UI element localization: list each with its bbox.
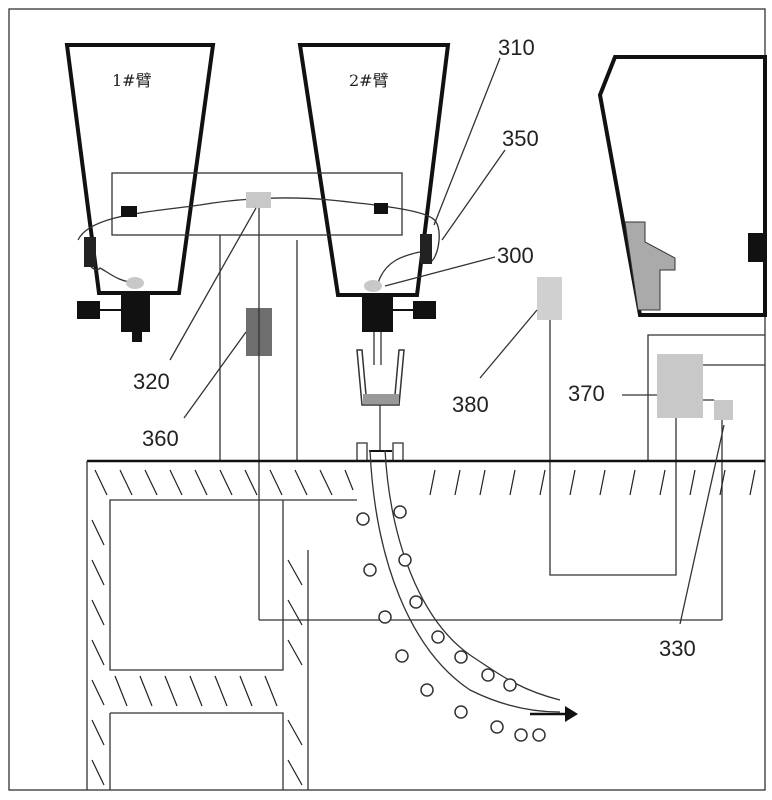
label-360: 360	[142, 426, 179, 451]
label-310: 310	[498, 35, 535, 60]
turret-frame	[111, 172, 403, 236]
strand-outer	[384, 449, 561, 701]
frame-border	[8, 8, 766, 791]
nozzle-1	[121, 295, 150, 332]
unit-380	[537, 277, 562, 320]
arrow-head-icon	[565, 706, 578, 722]
strand-inner	[369, 449, 561, 713]
stipple-region	[624, 221, 676, 311]
wiring-380	[549, 320, 677, 576]
unit-320	[246, 192, 271, 208]
sensor-block-310	[420, 234, 432, 264]
unit-370	[657, 354, 703, 418]
wiring	[647, 334, 765, 461]
leader-lines	[169, 57, 725, 625]
tundish	[356, 349, 405, 406]
mold	[356, 442, 404, 461]
connector	[121, 206, 137, 217]
sensor-1	[126, 277, 144, 289]
label-370: 370	[568, 381, 605, 406]
label-320: 320	[133, 369, 170, 394]
slide-gate-1	[77, 301, 100, 319]
arm-2-label: 2#臂	[349, 71, 389, 90]
label-380: 380	[452, 392, 489, 417]
sensor-300	[364, 280, 382, 292]
nozzle-1-tip	[132, 332, 142, 342]
nozzle-2	[362, 295, 393, 332]
machine-block	[748, 233, 765, 262]
machine-housing	[597, 55, 767, 317]
label-350: 350	[502, 126, 539, 151]
guide-rollers	[356, 505, 546, 742]
label-300: 300	[497, 243, 534, 268]
slide-gate-2	[413, 301, 436, 319]
arm-1-label: 1#臂	[112, 71, 152, 90]
connector	[374, 203, 388, 214]
signal-cable	[77, 197, 440, 263]
unit-330	[714, 400, 733, 420]
tundish-lining	[363, 394, 399, 404]
sensor-block-1	[84, 237, 96, 267]
label-330: 330	[659, 636, 696, 661]
ladle-arm-2	[297, 43, 451, 297]
underground-rooms	[109, 499, 357, 790]
ladle-arm-1	[64, 43, 216, 295]
hatching	[91, 469, 756, 786]
